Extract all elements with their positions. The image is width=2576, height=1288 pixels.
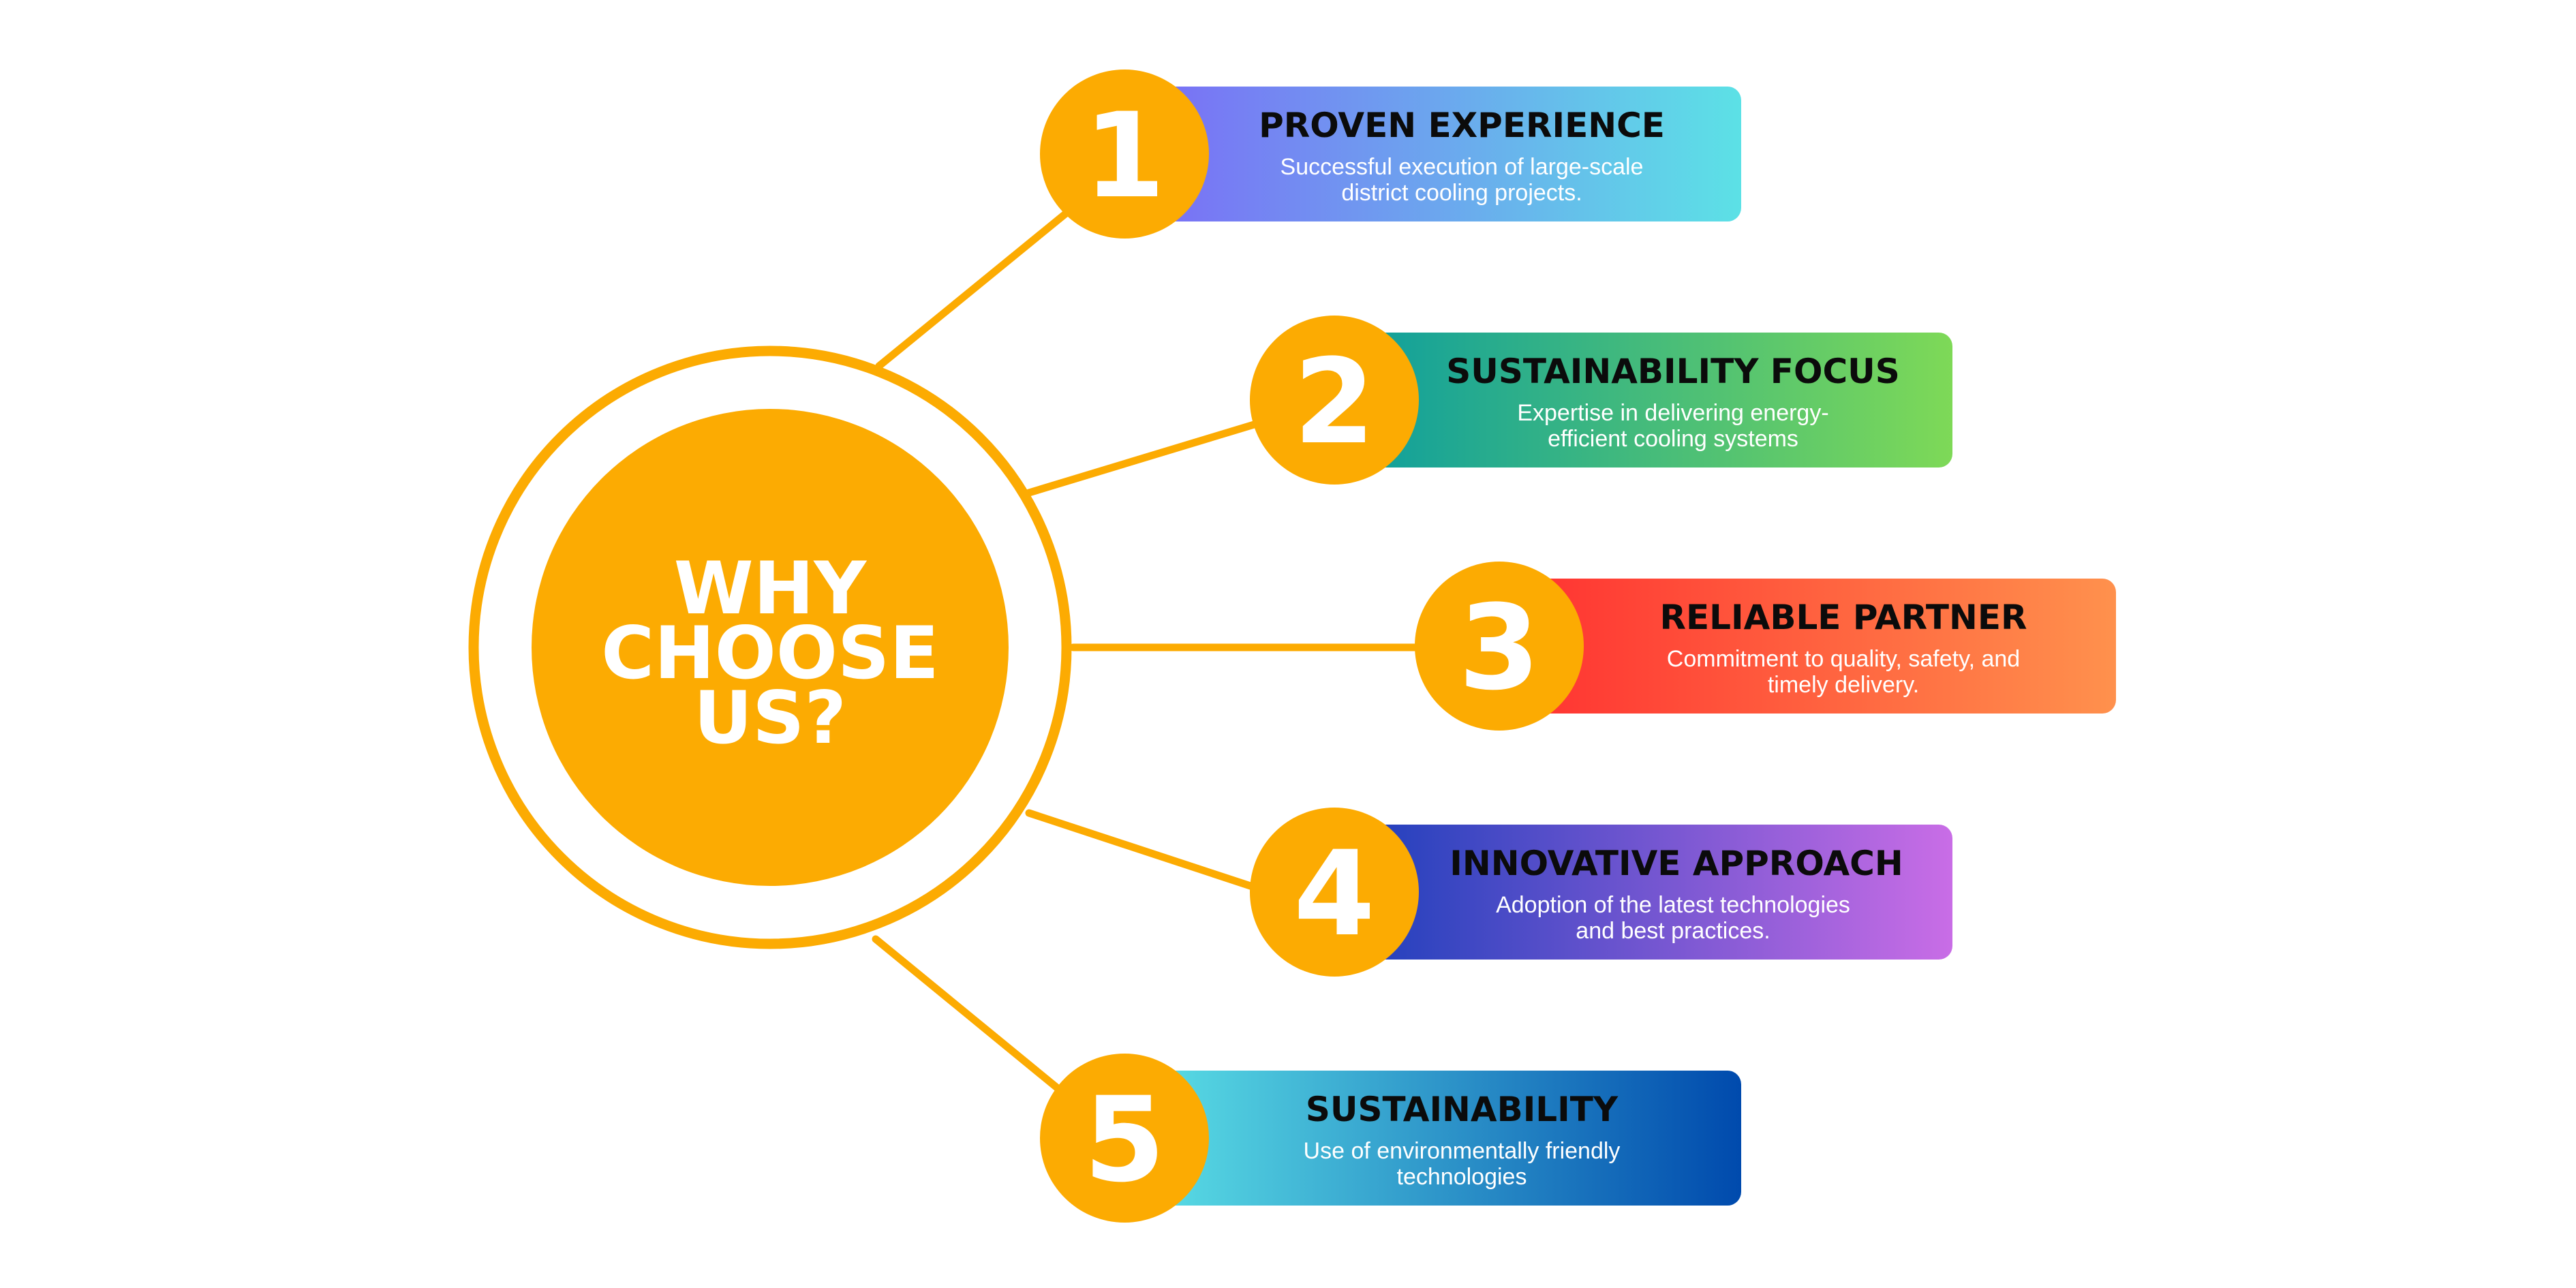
connector-5 (872, 935, 1073, 1101)
card-4-number-badge (1250, 808, 1419, 977)
card-1-title: PROVEN EXPERIENCE (1259, 106, 1665, 145)
center-title-line-1: WHY (674, 547, 868, 630)
card-4-desc-line-2: and best practices. (1576, 918, 1770, 944)
card-2-number: 2 (1293, 333, 1375, 470)
reason-card-2: 2 SUSTAINABILITY FOCUS Expertise in deli… (1250, 316, 1952, 485)
connector-1 (875, 207, 1073, 370)
card-2-desc-line-1: Expertise in delivering energy- (1517, 400, 1828, 426)
reason-card-3: 3 RELIABLE PARTNER Commitment to quality… (1415, 562, 2116, 731)
card-5-number: 5 (1084, 1071, 1165, 1208)
reason-card-1: 1 PROVEN EXPERIENCE Successful execution… (1040, 70, 1741, 239)
card-1-bar (1138, 87, 1741, 221)
reason-card-5: 5 SUSTAINABILITY Use of environmentally … (1040, 1054, 1741, 1223)
reason-card-4: 4 INNOVATIVE APPROACH Adoption of the la… (1250, 808, 1952, 977)
card-1-number-badge (1040, 70, 1209, 239)
card-2-number-badge (1250, 316, 1419, 485)
center-hub: WHY CHOOSE US? (468, 346, 1072, 949)
card-4-bar (1349, 825, 1952, 960)
center-outer-ring (468, 346, 1072, 949)
card-5-number-badge (1040, 1054, 1209, 1223)
card-1-number: 1 (1084, 87, 1165, 224)
card-4-desc-line-1: Adoption of the latest technologies (1496, 892, 1850, 918)
connector-4 (1025, 809, 1265, 893)
card-1-desc-line-2: district cooling projects. (1341, 180, 1582, 206)
card-5-desc-line-2: technologies (1397, 1164, 1527, 1190)
center-title-line-3: US? (694, 676, 846, 760)
card-3-title: RELIABLE PARTNER (1660, 598, 2027, 637)
card-2-bar (1349, 333, 1952, 467)
card-2-title: SUSTAINABILITY FOCUS (1446, 352, 1900, 391)
connector-2 (1025, 418, 1265, 497)
card-5-bar (1138, 1071, 1741, 1206)
center-title-line-2: CHOOSE (601, 611, 938, 695)
card-5-title: SUSTAINABILITY (1306, 1090, 1619, 1129)
card-3-number-badge (1415, 562, 1584, 731)
connectors (872, 207, 1435, 1101)
card-3-desc-line-1: Commitment to quality, safety, and (1667, 646, 2020, 672)
card-1-desc-line-1: Successful execution of large-scale (1281, 154, 1644, 180)
card-4-title: INNOVATIVE APPROACH (1450, 844, 1903, 883)
card-2-desc-line-2: efficient cooling systems (1548, 426, 1798, 452)
card-5-desc-line-1: Use of environmentally friendly (1304, 1138, 1621, 1164)
center-disc (532, 409, 1009, 886)
card-3-number: 3 (1458, 579, 1540, 716)
card-4-number: 4 (1293, 825, 1375, 962)
card-3-desc-line-2: timely delivery. (1768, 672, 1919, 698)
card-3-bar (1513, 579, 2116, 714)
